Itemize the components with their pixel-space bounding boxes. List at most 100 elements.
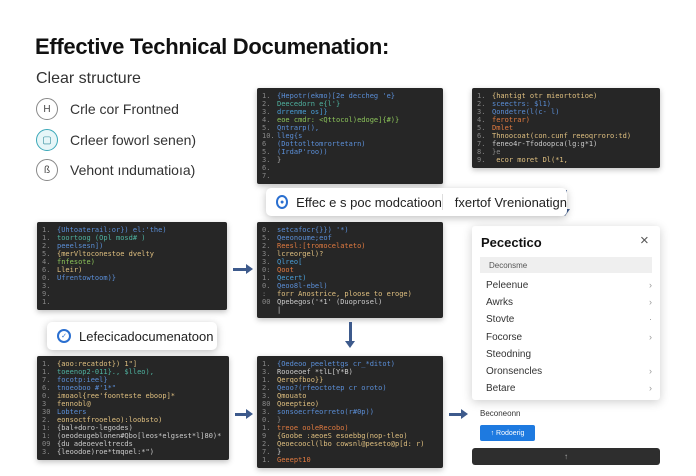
line-number: 6. [42, 266, 51, 274]
code-line: 0.} [262, 416, 438, 424]
code-text: Qoot [277, 266, 294, 274]
menu-item[interactable]: Oronsencles› [486, 366, 652, 377]
code-text: Qeeonoume;eof [277, 234, 332, 242]
menu-item[interactable]: Betare› [486, 383, 652, 394]
dark-action-bar[interactable]: ↑ [472, 448, 660, 465]
code-text: Ufrentowtoom)} [57, 274, 117, 282]
code-line: 1.{Hepotr(ekmo)[2e deccheg 'e} [262, 92, 438, 100]
line-number: 1: [42, 432, 51, 440]
code-line: 5.Qntrarp(), [262, 124, 438, 132]
code-line: 0. Ufrentowtoom)} [42, 274, 222, 282]
code-text: (IrdaP'roo)) [277, 148, 328, 156]
heading-icon: H [36, 98, 58, 120]
section-subtitle: Clear structure [36, 70, 141, 87]
code-line: 1.Qecert) [262, 274, 438, 282]
line-number: 3. [42, 448, 51, 456]
close-icon[interactable]: × [640, 232, 649, 249]
top-popup[interactable]: ● Effec e s poc modcatioon fxertof Vreni… [266, 188, 567, 216]
primary-button[interactable]: ↑ Rodoerig [480, 425, 535, 441]
line-number: 9 [262, 432, 267, 440]
line-number: 6 [262, 140, 267, 148]
arrow-right-icon [235, 409, 253, 419]
code-text: Qerqofboo}} [277, 376, 324, 384]
code-line: 4.eoe cmdr: <Qttocol)edoge]{#)} [262, 116, 438, 124]
dialog: Pecectico × Deconsme Peleenue› Awrks› St… [472, 226, 660, 400]
code-line: | [262, 306, 438, 314]
code-line: 1.{aoo:recatdot}) 1"] [42, 360, 224, 368]
code-line: 3.Qondetre(l(c- l) [477, 108, 655, 116]
code-text: {Uhtoaterail:or}) el:'the) [57, 226, 167, 234]
code-text: | [277, 306, 282, 314]
code-text: focotp:ieel} [57, 376, 108, 384]
code-text: Qeoo8l-ebel) [277, 282, 328, 290]
code-text: lleg{s [277, 132, 303, 140]
line-number: 3. [262, 108, 271, 116]
check-circle-icon: ● [276, 195, 289, 209]
code-text: sceectrs: $l1) [492, 100, 552, 108]
code-panel: 1.{hantigt otr mieortotioe)2.sceectrs: $… [472, 88, 660, 168]
line-number: 2. [262, 440, 271, 448]
code-line: 2.eonsoctfrooeleo):loobsto) [42, 416, 224, 424]
menu-item[interactable]: Peleenue› [486, 280, 652, 291]
menu-item[interactable]: Awrks› [486, 297, 652, 308]
code-text: ferotrar) [492, 116, 530, 124]
line-number: 3. [262, 258, 271, 266]
code-line: 3.lcreorgel)? [262, 250, 438, 258]
menu-item[interactable]: Stovte · [486, 314, 652, 325]
code-text: fnfesote) [57, 258, 95, 266]
code-line: 0.setcafocr{}}) '*) [262, 226, 438, 234]
chevron-right-icon: › [649, 332, 652, 342]
doc-popup[interactable]: ✓ Lefecicadocumenatoon [47, 322, 217, 350]
line-number: : [262, 290, 267, 298]
line-number: 3 [42, 400, 47, 408]
code-line: 1:(oeodeugeblonen#Qbo[leos*elgsest*l]80)… [42, 432, 224, 440]
menu-item[interactable]: Steodning [486, 349, 652, 360]
code-panel: 1.{Oedeoo peelettgs cr_*ditot)3.Roooeoef… [257, 356, 443, 468]
line-number: 00 [262, 298, 271, 306]
code-line: 6.Lleir) [42, 266, 222, 274]
line-number: 9. [477, 156, 486, 164]
code-line: 1.toeenop2-011}., $lleo), [42, 368, 224, 376]
code-line: 3.Roooeoef *tlL[Y*B) [262, 368, 438, 376]
code-text: sonsoecrfeorreto(r#0p)) [277, 408, 374, 416]
line-number: 2. [262, 242, 271, 250]
line-number: 8. [477, 148, 486, 156]
arrow-right-icon [449, 409, 468, 419]
code-line: 7.focotp:ieel} [42, 376, 224, 384]
code-text: {bal+doro-legodes) [57, 424, 133, 432]
line-number: 1. [42, 234, 51, 242]
line-number: 5. [262, 148, 271, 156]
menu-item[interactable]: Focorse› [486, 332, 652, 343]
code-line: 9. [42, 290, 222, 298]
feature-item: ▢Crleer foworl senen) [36, 129, 196, 151]
code-line: 2.Deecedorn e{l'} [262, 100, 438, 108]
line-number: 2. [262, 384, 271, 392]
code-line: 2.Qeoo?(rfeoctotep cr oroto) [262, 384, 438, 392]
code-line: 2.Reesl:[tromocelateto) [262, 242, 438, 250]
search-input[interactable]: Deconsme [480, 257, 652, 273]
line-number: 0. [42, 392, 51, 400]
code-line: 2.sceectrs: $l1) [477, 100, 655, 108]
code-line: 4.fnfesote) [42, 258, 222, 266]
line-number: 2. [42, 242, 51, 250]
code-text: Qmouato [277, 392, 307, 400]
chevron-right-icon: › [649, 297, 652, 307]
line-number: 80 [262, 400, 271, 408]
line-number: 1. [42, 360, 51, 368]
code-text: feneo4r-Tfodoopca(lg:g*1) [492, 140, 598, 148]
document-icon: ß [36, 159, 58, 181]
code-line: 7.} [262, 448, 438, 456]
line-number: 0. [42, 274, 51, 282]
code-text: Roooeoef *tlL[Y*B) [277, 368, 353, 376]
code-line: 6.Thnoocoat(con.cunf reeoqrroro:td) [477, 132, 655, 140]
chevron-right-icon: · [649, 314, 652, 324]
code-line: 8.}e [477, 148, 655, 156]
line-number: 3. [262, 392, 271, 400]
menu-item-label: Stovte [486, 314, 515, 325]
line-number: 1. [262, 360, 271, 368]
line-number: 7. [262, 172, 271, 180]
line-number: 9. [42, 290, 51, 298]
menu-item-label: Betare [486, 383, 516, 394]
